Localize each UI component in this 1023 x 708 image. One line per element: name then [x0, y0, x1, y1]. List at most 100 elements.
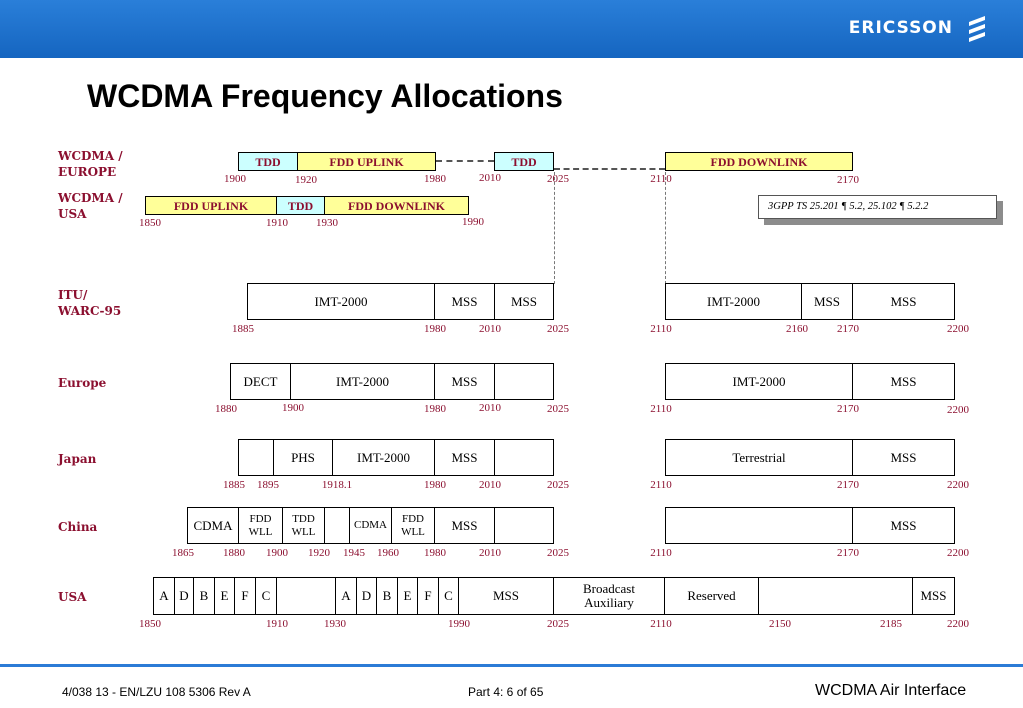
freq-tick: 2110 — [650, 479, 672, 491]
band-mss: MSS — [494, 283, 554, 320]
freq-tick: 1990 — [448, 618, 470, 630]
band-mss: MSS — [434, 439, 495, 476]
freq-tick: 1880 — [215, 403, 237, 415]
band-cdma: CDMA — [349, 507, 392, 544]
freq-tick: 1980 — [424, 479, 446, 491]
spec-reference-note: 3GPP TS 25.201 ¶ 5.2, 25.102 ¶ 5.2.2 — [758, 195, 997, 219]
freq-tick: 2110 — [650, 323, 672, 335]
band-tdd: TDD — [276, 196, 325, 215]
freq-tick: 1918.1 — [321, 479, 353, 491]
band-fdd-uplink: FDD UPLINK — [145, 196, 277, 215]
band-mss: MSS — [801, 283, 853, 320]
band-imt-2000: IMT-2000 — [665, 283, 802, 320]
pcs-block-f: F — [234, 577, 256, 615]
freq-tick: 2200 — [947, 479, 969, 491]
freq-tick: 2010 — [479, 479, 501, 491]
band-empty — [276, 577, 336, 615]
freq-tick: 2160 — [786, 323, 808, 335]
freq-tick: 2110 — [650, 618, 672, 630]
band-empty — [324, 507, 350, 544]
freq-tick: 2150 — [769, 618, 791, 630]
freq-tick: 2170 — [837, 479, 859, 491]
pcs-block-e: E — [397, 577, 418, 615]
freq-tick: 2110 — [650, 547, 672, 559]
band-mss: MSS — [852, 283, 955, 320]
freq-tick: 2110 — [650, 403, 672, 415]
freq-tick: 1980 — [424, 173, 446, 185]
freq-tick: 1990 — [462, 216, 484, 228]
freq-tick: 2010 — [479, 323, 501, 335]
row-label-japan: Japan — [58, 452, 97, 466]
band-mss: MSS — [434, 283, 495, 320]
band-tdd: TDD — [494, 152, 554, 171]
ericsson-logo-icon — [969, 16, 985, 42]
band-fdd-wll: FDD WLL — [238, 507, 283, 544]
pcs-block-a: A — [153, 577, 175, 615]
freq-tick: 2025 — [547, 323, 569, 335]
freq-tick: 2010 — [479, 172, 501, 184]
pcs-block-a: A — [335, 577, 357, 615]
row-label-wcdma-europe: WCDMA / EUROPE — [58, 149, 123, 179]
freq-tick: 2025 — [547, 547, 569, 559]
band-fdd-wll: FDD WLL — [391, 507, 435, 544]
band-mss: MSS — [852, 507, 955, 544]
footer-rule — [0, 664, 1023, 667]
band-imt-2000: IMT-2000 — [332, 439, 435, 476]
band-tdd: TDD — [238, 152, 298, 171]
freq-tick: 1960 — [377, 547, 399, 559]
freq-tick: 2010 — [479, 547, 501, 559]
band-empty — [494, 507, 554, 544]
freq-tick: 1885 — [223, 479, 245, 491]
band-imt-2000: IMT-2000 — [290, 363, 435, 400]
band-imt-2000: IMT-2000 — [247, 283, 435, 320]
band-terrestrial: Terrestrial — [665, 439, 853, 476]
pcs-block-d: D — [356, 577, 377, 615]
band-mss: MSS — [852, 363, 955, 400]
band-broadcast-auxiliary: Broadcast Auxiliary — [553, 577, 665, 615]
freq-tick: 1865 — [172, 547, 194, 559]
page-title: WCDMA Frequency Allocations — [87, 78, 563, 114]
band-imt-2000: IMT-2000 — [665, 363, 853, 400]
freq-tick: 2025 — [547, 479, 569, 491]
band-mss: MSS — [912, 577, 955, 615]
freq-tick: 1930 — [324, 618, 346, 630]
freq-tick: 1910 — [266, 217, 288, 229]
pcs-block-b: B — [376, 577, 398, 615]
freq-tick: 2025 — [547, 173, 569, 185]
row-label-europe: Europe — [58, 376, 107, 390]
band-fdd-uplink: FDD UPLINK — [297, 152, 436, 171]
band-fdd-downlink: FDD DOWNLINK — [665, 152, 853, 171]
band-mss: MSS — [434, 507, 495, 544]
freq-tick: 1850 — [139, 618, 161, 630]
freq-tick: 2200 — [947, 547, 969, 559]
freq-tick: 2170 — [837, 547, 859, 559]
boundary-2025-line — [554, 172, 555, 284]
band-cdma: CDMA — [187, 507, 239, 544]
freq-tick: 2025 — [547, 618, 569, 630]
band-mss: MSS — [852, 439, 955, 476]
band-reserved: Reserved — [664, 577, 759, 615]
row-label-wcdma-usa: WCDMA / USA — [58, 191, 123, 221]
freq-tick: 1880 — [223, 547, 245, 559]
freq-tick: 1900 — [282, 402, 304, 414]
row-label-china: China — [58, 520, 98, 534]
band-phs: PHS — [273, 439, 333, 476]
freq-tick: 1910 — [266, 618, 288, 630]
freq-tick: 2025 — [547, 403, 569, 415]
freq-tick: 1885 — [232, 323, 254, 335]
freq-tick: 1980 — [424, 403, 446, 415]
pcs-block-c: C — [255, 577, 277, 615]
freq-tick: 2010 — [479, 402, 501, 414]
band-empty — [238, 439, 274, 476]
freq-tick: 1900 — [224, 173, 246, 185]
band-tdd-wll: TDD WLL — [282, 507, 325, 544]
row-label-usa: USA — [58, 590, 87, 604]
pcs-block-d: D — [174, 577, 194, 615]
band-dect: DECT — [230, 363, 291, 400]
band-empty — [665, 507, 853, 544]
freq-tick: 1850 — [139, 217, 161, 229]
freq-tick: 1945 — [343, 547, 365, 559]
freq-tick: 2200 — [947, 404, 969, 416]
freq-tick: 2170 — [837, 323, 859, 335]
footer-product: WCDMA Air Interface — [815, 682, 967, 699]
